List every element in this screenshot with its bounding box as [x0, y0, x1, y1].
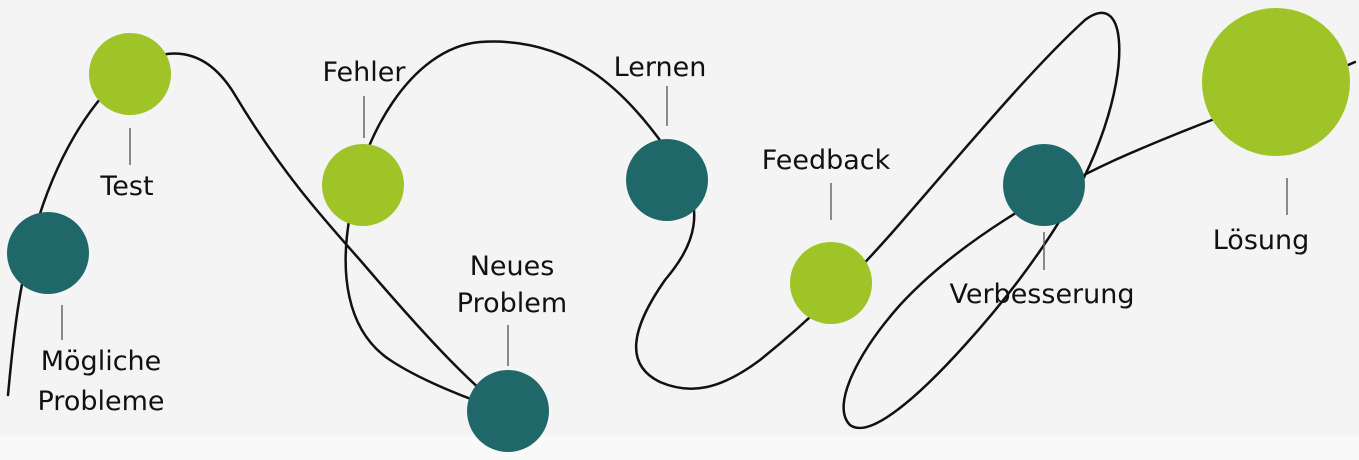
label-fehler: Fehler [323, 57, 407, 88]
node-moegliche-probleme [7, 212, 89, 294]
node-lernen [626, 139, 708, 221]
node-fehler [322, 144, 404, 226]
node-loesung [1202, 8, 1350, 156]
node-test [89, 33, 171, 115]
label-moegliche-probleme-line1: Mögliche [41, 346, 162, 377]
bottom-band [0, 436, 1359, 460]
label-lernen: Lernen [614, 52, 707, 83]
node-neues-problem [467, 370, 549, 452]
label-verbesserung: Verbesserung [949, 279, 1134, 310]
winding-path [6, 11, 1357, 430]
label-loesung: Lösung [1213, 225, 1310, 256]
label-moegliche-probleme-line2: Probleme [38, 386, 165, 417]
label-neues-problem-line2: Problem [457, 288, 567, 319]
node-verbesserung [1003, 144, 1085, 226]
label-test: Test [99, 171, 153, 202]
label-neues-problem-line1: Neues [470, 251, 555, 282]
label-feedback: Feedback [762, 145, 891, 176]
node-feedback [790, 242, 872, 324]
